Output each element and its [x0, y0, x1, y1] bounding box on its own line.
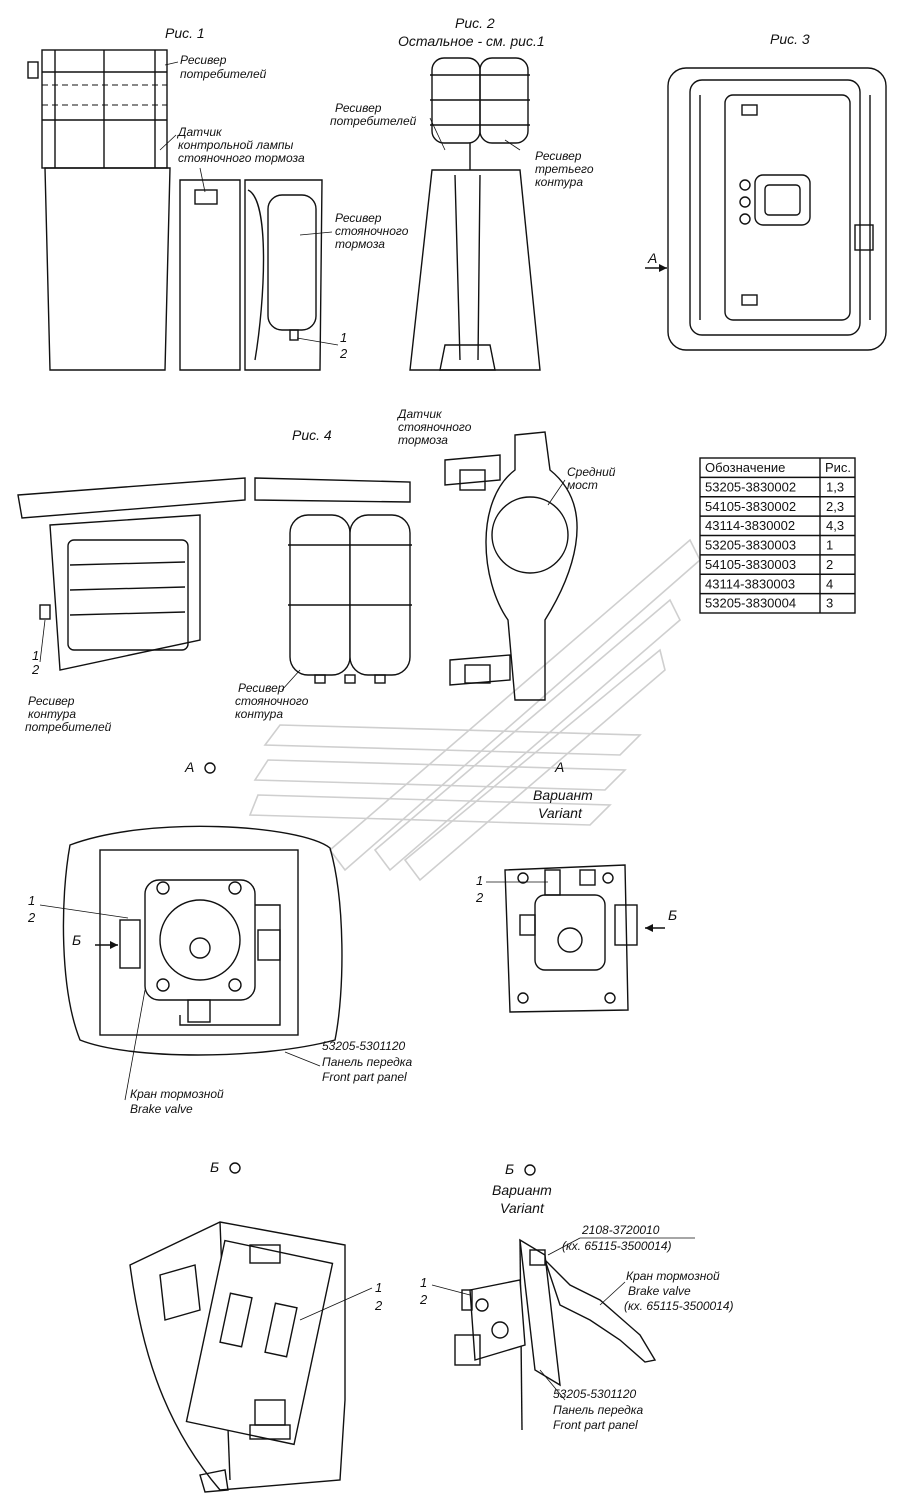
- figure-1: Рис. 1 Ресивер потребителей Датч: [27, 25, 412, 371]
- view-a-variant: А Вариант Variant Б 1 2: [475, 759, 677, 1013]
- fig1-title: Рис. 1: [165, 25, 205, 41]
- figure-3: Рис. 3 А: [645, 31, 887, 351]
- view-b-callout-2: 2: [374, 1298, 383, 1313]
- table-cell-fig: 4: [826, 576, 833, 591]
- fig4-middle-axle: [485, 431, 578, 701]
- figure-2: Рис. 2 Остальное - см. рис.1 Ресивер пот…: [330, 15, 597, 371]
- view-b-callout-1: 1: [375, 1280, 382, 1295]
- table-cell-fig: 4,3: [826, 518, 844, 533]
- fig4-receiver-parking-left: [289, 514, 351, 676]
- fig3-arrow-label: А: [647, 250, 657, 266]
- fig1-receiver-parking: [267, 194, 317, 331]
- view-a-variant-en: Variant: [538, 805, 583, 821]
- table-cell-fig: 3: [826, 596, 833, 611]
- fig4-sensor: [459, 469, 486, 491]
- fig4-receiver-consumers: [49, 514, 201, 671]
- view-a-variant-callout-2: 2: [475, 890, 484, 905]
- fig4-title: Рис. 4: [292, 427, 332, 443]
- view-a-variant-ru: Вариант: [533, 787, 593, 803]
- view-a-variant-valve: [534, 894, 606, 971]
- fig2-label-receiver-third: Ресивер третьего контура: [535, 149, 597, 189]
- view-a-variant-arrow-label: Б: [668, 907, 677, 923]
- view-b-variant-panel: [519, 1238, 561, 1387]
- view-b-variant-valve-ru: Кран тормозной: [626, 1269, 720, 1283]
- view-b-variant-ru: Вариант: [492, 1182, 552, 1198]
- view-b-title: Б: [210, 1159, 219, 1175]
- fig2-label-receiver-consumers: Ресивер потребителей: [330, 101, 417, 128]
- table-cell-fig: 2: [826, 557, 833, 572]
- view-a: А Б 1 2 53205-5301120 Панель передка Fro…: [27, 759, 412, 1116]
- view-b-variant-valve-note: (кх. 65115-3500014): [624, 1299, 734, 1313]
- view-b-valve-block: [185, 1239, 334, 1446]
- view-a-arrow-label: Б: [72, 932, 81, 948]
- fig4-callout-2: 2: [31, 662, 40, 677]
- view-a-callout-1: 1: [28, 893, 35, 908]
- view-a-valve-ru: Кран тормозной: [130, 1087, 224, 1101]
- view-a-panel-en: Front part panel: [322, 1070, 407, 1084]
- fig1-label-receiver-consumers: Ресивер потребителей: [180, 53, 267, 81]
- view-b-variant-en: Variant: [500, 1200, 545, 1216]
- fig1-callout-1: 1: [340, 330, 347, 345]
- fig4-callout-1: 1: [32, 648, 39, 663]
- figure-4: Рис. 4 1 2 Ресивер контура потребителей …: [17, 407, 619, 734]
- table-cell-designation: 54105-3830003: [705, 557, 796, 572]
- fig2-subtitle: Остальное - см. рис.1: [398, 33, 545, 49]
- view-b-variant-panel-en: Front part panel: [553, 1418, 638, 1432]
- view-a-panel-ru: Панель передка: [322, 1055, 412, 1069]
- table-cell-fig: 2,3: [826, 499, 844, 514]
- view-a-panel: [62, 825, 343, 1056]
- watermark-logo: [248, 538, 701, 882]
- fig4-receiver-parking-right: [349, 514, 411, 676]
- fig3-title: Рис. 3: [770, 31, 810, 47]
- view-a-variant-title: А: [554, 759, 564, 775]
- table-cell-designation: 53205-3830002: [705, 479, 796, 494]
- fig4-label-receiver-circuit-consumers: Ресивер контура потребителей: [25, 694, 112, 734]
- view-b-variant-panel-ru: Панель передка: [553, 1403, 643, 1417]
- table-cell-designation: 53205-3830004: [705, 596, 796, 611]
- fig4-label-middle-axle: Средний мост: [567, 465, 619, 492]
- designation-table: 53205-3830002 1,3 54105-3830002 2,3 43114-38…: [699, 457, 856, 614]
- view-b-variant-part-note: (кх. 65115-3500014): [562, 1239, 672, 1253]
- view-b-variant-title: Б: [505, 1161, 514, 1177]
- view-b-variant-callout-2: 2: [419, 1292, 428, 1307]
- fig2-title: Рис. 2: [455, 15, 495, 31]
- view-b-outline: [129, 1221, 346, 1491]
- view-b-variant-callout-1: 1: [420, 1275, 427, 1290]
- fig3-hatch: [754, 174, 811, 226]
- fig1-callout-2: 2: [339, 346, 348, 361]
- view-a-panel-code: 53205-5301120: [322, 1039, 406, 1053]
- fig4-label-receiver-parking-circuit: Ресивер стояночного контура: [235, 681, 312, 721]
- fig3-cab-outline: [667, 67, 887, 351]
- table-cell-fig: 1,3: [826, 479, 844, 494]
- fig2-frame: [409, 169, 541, 371]
- view-a-brake-valve: [144, 879, 256, 1001]
- view-a-callout-2: 2: [27, 910, 36, 925]
- view-a-variant-callout-1: 1: [476, 873, 483, 888]
- table-cell-designation: 53205-3830003: [705, 538, 796, 553]
- table-cell-designation: 43114-3830003: [705, 576, 795, 591]
- fig1-label-receiver-parking: Ресивер стояночного тормоза: [335, 211, 412, 251]
- fig1-sensor: [194, 189, 218, 205]
- fig1-label-sensor-lamp: Датчик контрольной лампы стояночного тор…: [176, 125, 305, 165]
- view-a-title: А: [184, 759, 194, 775]
- view-a-variant-plate: [504, 864, 629, 1013]
- view-b-variant-valve-en: Brake valve: [628, 1284, 691, 1298]
- table-cell-fig: 1: [826, 538, 833, 553]
- view-b-variant-part-code: 2108-3720010: [581, 1223, 660, 1237]
- view-b-variant-panel-code: 53205-5301120: [553, 1387, 637, 1401]
- view-b-variant-valve: [469, 1279, 526, 1361]
- fig4-label-sensor-parking: Датчик стояночного тормоза: [396, 407, 475, 447]
- view-a-valve-en: Brake valve: [130, 1102, 193, 1116]
- view-b: Б 1 2: [129, 1159, 383, 1493]
- view-b-variant: Б Вариант Variant 2108-3720010 (кх. 6511…: [419, 1161, 734, 1432]
- table-cell-designation: 43114-3830002: [705, 518, 795, 533]
- table-cell-designation: 54105-3830002: [705, 499, 796, 514]
- table-header-designation: Обозначение: [705, 460, 785, 475]
- table-header-fig: Рис.: [825, 460, 851, 475]
